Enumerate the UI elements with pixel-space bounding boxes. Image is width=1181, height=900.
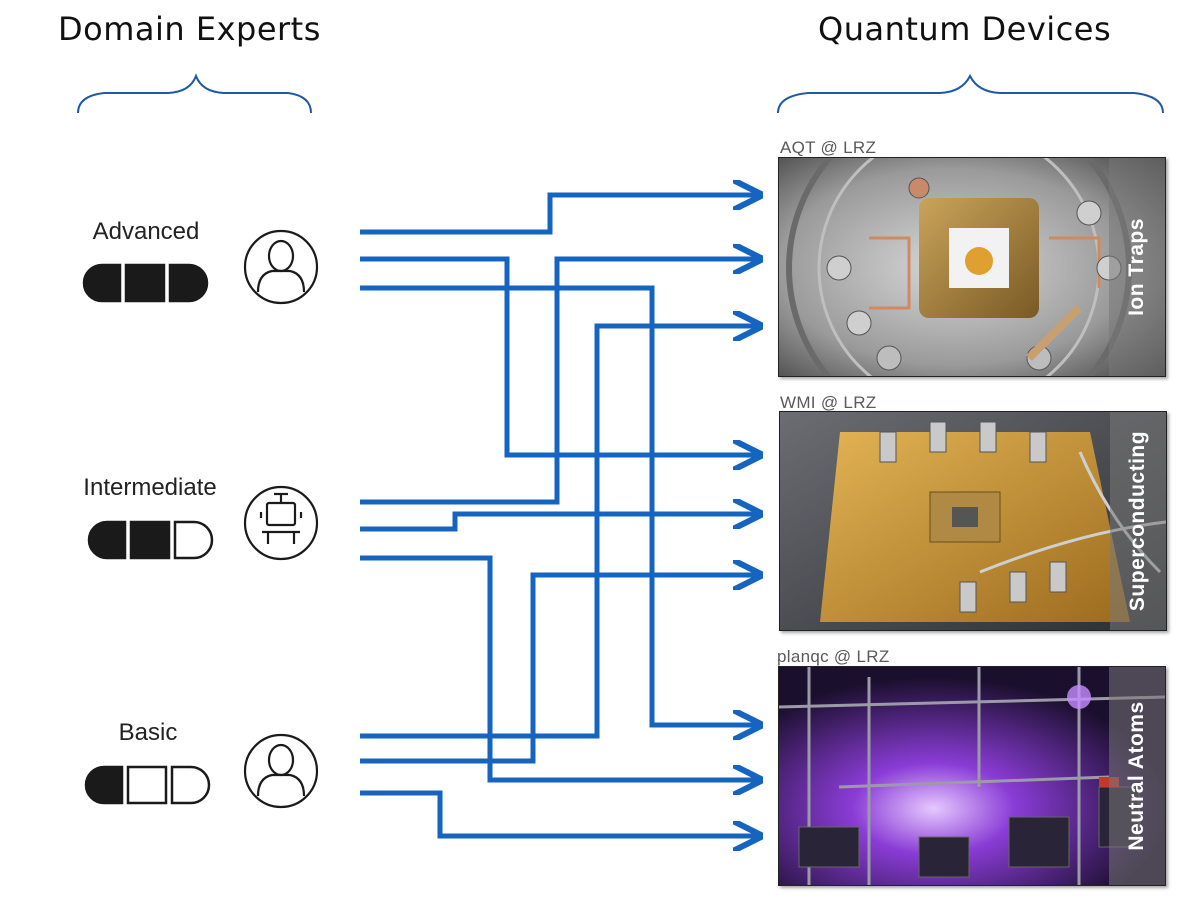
skill-segment bbox=[82, 263, 122, 303]
arrow-intermediate-to-superconducting bbox=[360, 514, 757, 532]
left-brace bbox=[77, 73, 312, 114]
experts-graphics bbox=[82, 229, 319, 809]
expert-label-advanced: Advanced bbox=[92, 218, 200, 245]
device-tag: Neutral Atoms bbox=[1109, 667, 1165, 885]
skill-bar-intermediate bbox=[87, 520, 214, 560]
superconducting-photo: Superconducting bbox=[779, 411, 1167, 631]
skill-segment bbox=[124, 263, 166, 303]
skill-segment bbox=[170, 765, 211, 805]
arrow-intermediate-to-neutral-atoms bbox=[360, 555, 757, 780]
ion-trap-photo: Ion Traps bbox=[778, 157, 1166, 377]
arrow-intermediate-to-ion-traps bbox=[360, 259, 757, 505]
skill-segment bbox=[173, 520, 214, 560]
skill-segment bbox=[126, 765, 168, 805]
device-tag: Superconducting bbox=[1110, 412, 1166, 630]
skill-segment bbox=[129, 520, 171, 560]
skill-bar-advanced bbox=[82, 263, 209, 303]
arrow-advanced-to-ion-traps bbox=[360, 195, 757, 235]
person-icon bbox=[243, 733, 319, 809]
arrow-basic-to-ion-traps bbox=[360, 326, 757, 739]
right-brace bbox=[777, 73, 1164, 114]
superconducting-image bbox=[780, 412, 1166, 630]
skill-segment bbox=[87, 520, 127, 560]
skill-bar-basic bbox=[84, 765, 211, 805]
person-icon bbox=[243, 229, 319, 305]
quantum-devices-heading: Quantum Devices bbox=[818, 10, 1112, 48]
ion-trap-image bbox=[779, 158, 1165, 376]
arrow-basic-to-superconducting bbox=[360, 575, 757, 764]
device-caption-ion-traps: AQT @ LRZ bbox=[780, 138, 877, 157]
arrow-advanced-to-neutral-atoms bbox=[360, 285, 757, 725]
skill-segment bbox=[168, 263, 209, 303]
robot-icon bbox=[243, 485, 319, 561]
arrow-basic-to-neutral-atoms bbox=[360, 790, 757, 836]
expert-label-intermediate: Intermediate bbox=[83, 474, 217, 501]
skill-segment bbox=[84, 765, 124, 805]
neutral-atoms-photo: Neutral Atoms bbox=[778, 666, 1166, 886]
device-tag: Ion Traps bbox=[1109, 158, 1165, 376]
arrow-advanced-to-superconducting bbox=[360, 256, 757, 455]
header-braces bbox=[77, 73, 1164, 114]
expert-label-basic: Basic bbox=[118, 719, 178, 746]
device-caption-neutral-atoms: planqc @ LRZ bbox=[777, 647, 890, 666]
domain-experts-heading: Domain Experts bbox=[58, 10, 321, 48]
device-caption-superconducting: WMI @ LRZ bbox=[780, 393, 877, 412]
